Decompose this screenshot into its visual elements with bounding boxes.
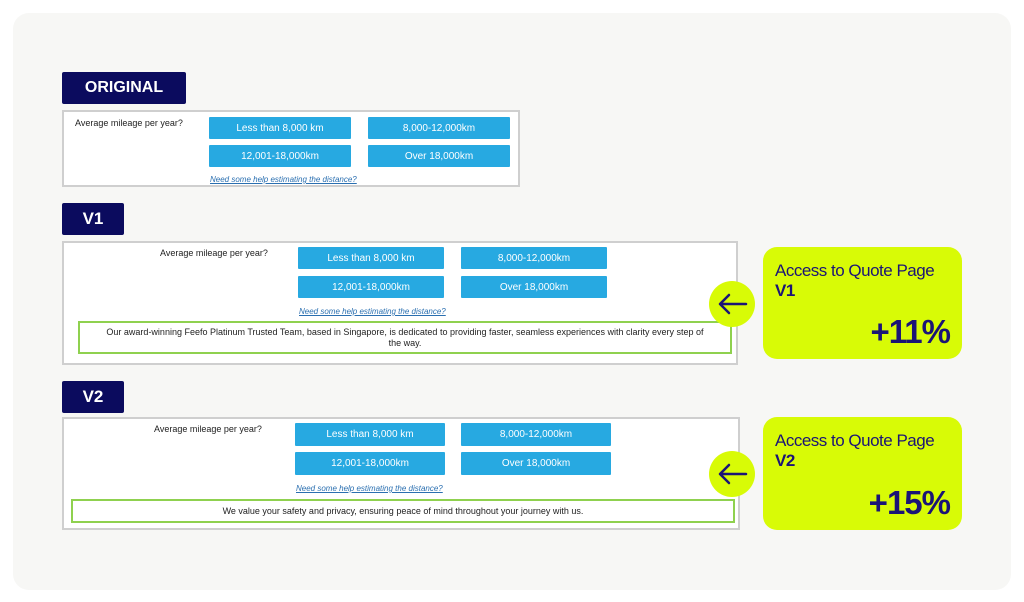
result-label-line: V2: [775, 451, 795, 471]
option-12001-18000[interactable]: 12,001-18,000km: [298, 276, 444, 298]
option-8000-12000[interactable]: 8,000-12,000km: [461, 423, 611, 446]
arrow-circle: [709, 451, 755, 497]
v2-panel: Average mileage per year? Less than 8,00…: [62, 417, 740, 530]
option-less-than-8000[interactable]: Less than 8,000 km: [209, 117, 351, 139]
result-label-line: V1: [775, 281, 795, 301]
trust-message: We value your safety and privacy, ensuri…: [71, 499, 735, 523]
result-label-line: Access to Quote Page: [775, 261, 935, 280]
mileage-question: Average mileage per year?: [160, 248, 268, 258]
arrow-left-icon: [718, 293, 748, 315]
option-less-than-8000[interactable]: Less than 8,000 km: [298, 247, 444, 269]
v1-tag: V1: [62, 203, 124, 235]
option-12001-18000[interactable]: 12,001-18,000km: [295, 452, 445, 475]
arrow-left-icon: [718, 463, 748, 485]
mileage-question: Average mileage per year?: [75, 118, 183, 128]
result-label: Access to Quote Page V2: [775, 431, 935, 472]
option-less-than-8000[interactable]: Less than 8,000 km: [295, 423, 445, 446]
trust-message-line: the way.: [388, 337, 422, 348]
trust-message-line: Our award-winning Feefo Platinum Trusted…: [106, 327, 704, 338]
v1-panel: Average mileage per year? Less than 8,00…: [62, 241, 738, 365]
v2-tag: V2: [62, 381, 124, 413]
v2-result-card: Access to Quote Page V2 +15%: [763, 417, 962, 530]
option-over-18000[interactable]: Over 18,000km: [461, 452, 611, 475]
original-tag: ORIGINAL: [62, 72, 186, 104]
result-label: Access to Quote Page V1: [775, 261, 935, 302]
arrow-circle: [709, 281, 755, 327]
option-12001-18000[interactable]: 12,001-18,000km: [209, 145, 351, 167]
help-link[interactable]: Need some help estimating the distance?: [296, 484, 443, 493]
option-over-18000[interactable]: Over 18,000km: [461, 276, 607, 298]
original-panel: Average mileage per year? Less than 8,00…: [62, 110, 520, 187]
option-over-18000[interactable]: Over 18,000km: [368, 145, 510, 167]
help-link[interactable]: Need some help estimating the distance?: [299, 307, 446, 316]
help-link[interactable]: Need some help estimating the distance?: [210, 175, 357, 184]
result-label-line: Access to Quote Page: [775, 431, 935, 450]
option-8000-12000[interactable]: 8,000-12,000km: [368, 117, 510, 139]
option-8000-12000[interactable]: 8,000-12,000km: [461, 247, 607, 269]
mileage-question: Average mileage per year?: [154, 424, 262, 434]
trust-message: Our award-winning Feefo Platinum Trusted…: [78, 321, 732, 354]
result-value: +11%: [870, 313, 951, 350]
v1-result-card: Access to Quote Page V1 +11%: [763, 247, 962, 359]
result-value: +15%: [868, 484, 951, 521]
